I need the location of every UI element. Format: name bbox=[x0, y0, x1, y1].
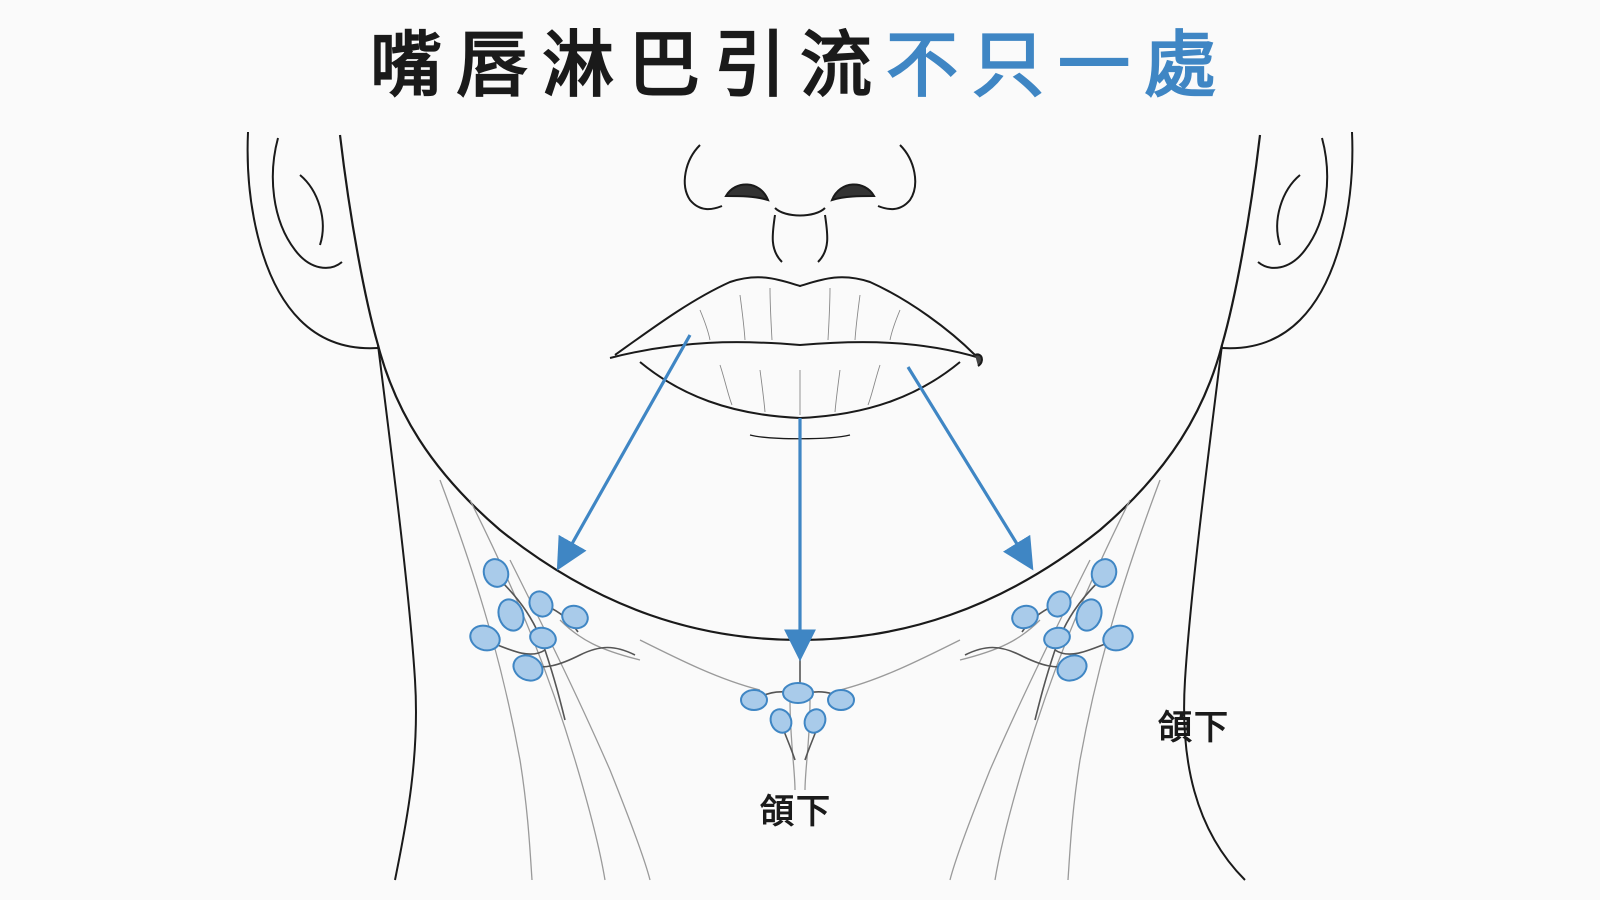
title-black-part: 嘴唇淋巴引流 bbox=[369, 23, 886, 107]
lymph-node bbox=[497, 598, 525, 632]
lips bbox=[609, 276, 983, 440]
lymph-node bbox=[1046, 590, 1072, 618]
label-center: 頜下 bbox=[760, 792, 832, 832]
title-blue-part: 不只一處 bbox=[886, 23, 1231, 107]
lymph-node bbox=[769, 708, 793, 734]
arrow-left bbox=[556, 334, 692, 571]
lymph-node bbox=[1011, 604, 1039, 630]
lymph-nodes-right bbox=[1011, 558, 1134, 682]
arrow-right bbox=[906, 366, 1034, 571]
lymph-node bbox=[740, 689, 768, 711]
lymph-node bbox=[482, 558, 510, 588]
lymph-node bbox=[1075, 598, 1103, 632]
lymph-nodes-center bbox=[740, 682, 855, 734]
lymph-node bbox=[1043, 626, 1071, 650]
lymph-node bbox=[782, 682, 814, 704]
lymph-node bbox=[1056, 654, 1088, 682]
lymph-node bbox=[512, 654, 544, 682]
lymph-node bbox=[1102, 624, 1134, 652]
neck-outline bbox=[377, 344, 1246, 881]
lymph-nodes-left bbox=[469, 558, 589, 682]
lymph-node bbox=[561, 604, 589, 630]
nose bbox=[683, 144, 917, 263]
lymph-node bbox=[528, 590, 554, 618]
left-ear bbox=[246, 131, 379, 350]
label-right: 頜下 bbox=[1158, 708, 1230, 748]
page-title: 嘴唇淋巴引流不只一處 bbox=[0, 22, 1600, 108]
lymph-node bbox=[469, 624, 501, 652]
lymph-node bbox=[827, 689, 855, 711]
lymph-node bbox=[1090, 558, 1118, 588]
lymph-node bbox=[529, 626, 557, 650]
lymph-node bbox=[803, 708, 827, 734]
right-ear bbox=[1221, 131, 1354, 350]
drainage-arrows bbox=[556, 334, 1034, 662]
